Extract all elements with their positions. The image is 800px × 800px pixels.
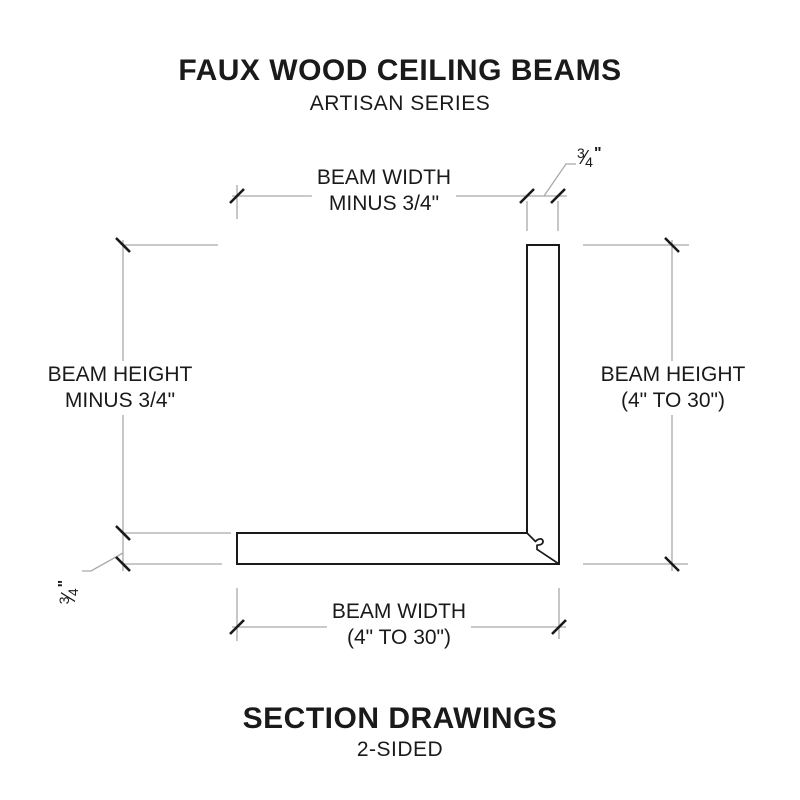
page-subtitle: ARTISAN SERIES <box>309 92 491 115</box>
drawing-type-subtitle: 2-SIDED <box>356 738 444 761</box>
page-title: FAUX WOOD CEILING BEAMS <box>178 54 622 87</box>
leader-line-left-thickness <box>82 552 124 572</box>
beam-miter-detail <box>526 532 560 565</box>
dimension-label-bottom-width: BEAM WIDTH (4" TO 30") <box>326 598 472 652</box>
thickness-callout-left: 3⁄4" <box>56 579 81 605</box>
dimension-label-top-width: BEAM WIDTH MINUS 3/4" <box>311 164 457 218</box>
beam-section-outline <box>236 244 560 565</box>
dimension-label-right-height: BEAM HEIGHT (4" TO 30") <box>595 361 751 415</box>
dimension-label-left-height: BEAM HEIGHT MINUS 3/4" <box>42 361 198 415</box>
thickness-callout-top: 3⁄4" <box>577 145 602 170</box>
leader-line-top-thickness <box>543 163 576 197</box>
tick-marks <box>115 188 680 635</box>
drawing-type-title: SECTION DRAWINGS <box>242 702 558 735</box>
